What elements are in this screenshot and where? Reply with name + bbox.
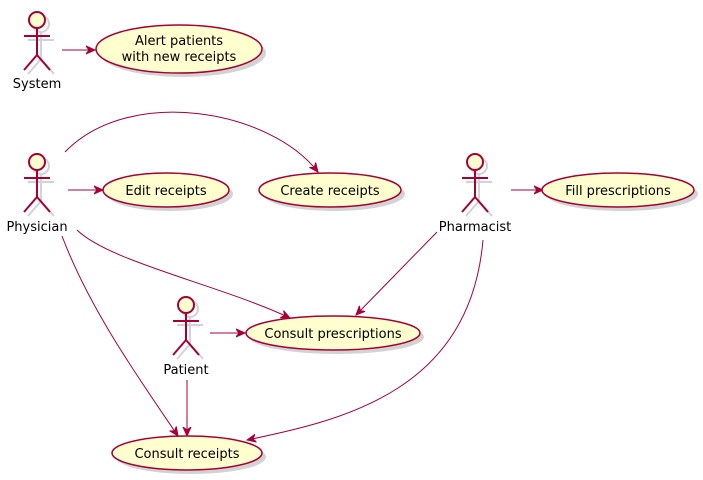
usecase-label: Create receipts: [280, 184, 379, 199]
usecase-consult-prescriptions: Consult prescriptions: [245, 315, 424, 354]
usecase-ellipse: [111, 435, 263, 471]
association-pharmacist-consult-receipts: [247, 239, 484, 440]
usecase-ellipse: [541, 172, 695, 208]
association-physician-create-receipts: [64, 111, 318, 172]
association-physician-consult-prescriptions: [76, 229, 290, 318]
actor-patient: Patient: [163, 296, 209, 378]
usecase-ellipse: [258, 172, 402, 208]
usecase-alert-patients: Alert patients with new receipts: [95, 24, 266, 77]
actor-label: System: [13, 77, 61, 92]
usecase-label: Consult prescriptions: [264, 327, 401, 342]
stick-figure-icon: [172, 296, 200, 356]
usecase-ellipse: [95, 24, 263, 74]
usecase-ellipse: [245, 315, 421, 351]
usecase-label: Edit receipts: [125, 184, 206, 199]
usecase-fill-prescriptions: Fill prescriptions: [541, 172, 698, 211]
actor-system: System: [13, 11, 61, 92]
association-physician-consult-receipts: [61, 235, 178, 436]
actor-label: Physician: [6, 220, 67, 235]
usecase-ellipse: [102, 172, 230, 208]
actor-label: Pharmacist: [439, 220, 511, 235]
stick-figure-icon: [23, 11, 51, 71]
usecase-label: Consult receipts: [134, 447, 239, 462]
usecase-label-line2: with new receipts: [122, 50, 237, 65]
actor-physician: Physician: [6, 153, 68, 235]
associations: [61, 50, 543, 440]
stick-figure-icon: [461, 153, 489, 213]
usecase-label: Fill prescriptions: [565, 184, 671, 199]
stick-figure-icon: [23, 153, 51, 213]
association-pharmacist-consult-prescriptions: [356, 231, 438, 315]
actor-label: Patient: [163, 363, 208, 378]
usecase-create-receipts: Create receipts: [258, 172, 405, 211]
actor-pharmacist: Pharmacist: [439, 153, 511, 235]
usecase-edit-receipts: Edit receipts: [102, 172, 233, 211]
usecase-consult-receipts: Consult receipts: [111, 435, 266, 474]
usecase-label-line1: Alert patients: [135, 34, 223, 49]
